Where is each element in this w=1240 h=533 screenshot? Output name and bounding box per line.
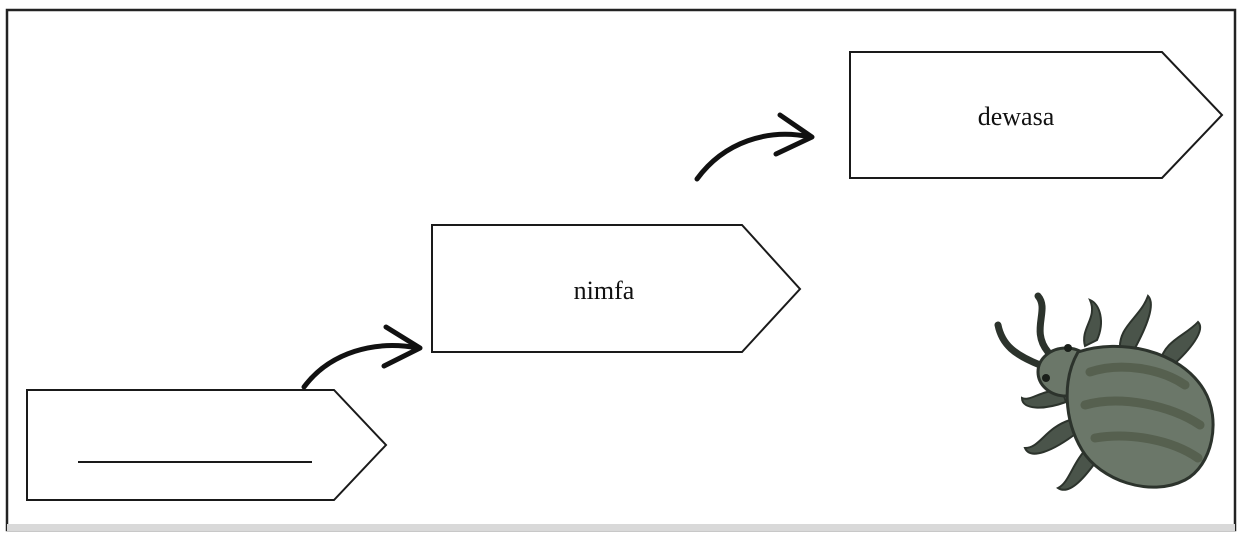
louse-icon: [994, 292, 1215, 491]
louse-antenna-right: [994, 321, 1044, 369]
stage-2-label: nimfa: [574, 276, 635, 305]
louse-eye-side: [1042, 374, 1050, 382]
stage-box-1: [26, 389, 388, 501]
frame-bottom-shadow: [7, 524, 1235, 531]
louse-eye-top: [1064, 344, 1072, 352]
louse-leg-5: [1023, 418, 1080, 455]
arrow-2-shaft: [694, 131, 813, 182]
stage-box-2: nimfa: [431, 224, 802, 353]
louse-segment-1: [1085, 362, 1190, 390]
stage-box-3: dewasa: [849, 51, 1224, 179]
stage-3-label: dewasa: [978, 102, 1055, 131]
arrow-1-head: [381, 324, 423, 369]
stage-1-shape: [26, 389, 388, 501]
louse-antenna-left: [1034, 292, 1052, 356]
arrow-2: [694, 112, 815, 182]
stage-3-shape: [849, 51, 1224, 179]
louse-leg-3: [1158, 320, 1201, 368]
arrow-1: [301, 324, 423, 390]
louse-segment-2: [1080, 396, 1205, 430]
louse-leg-1: [1083, 298, 1102, 348]
louse-segment-3: [1090, 431, 1203, 463]
arrow-1-shaft: [301, 343, 421, 390]
louse-leg-2: [1118, 294, 1152, 351]
stage-2-shape: [431, 224, 802, 353]
arrow-2-head: [773, 112, 815, 157]
